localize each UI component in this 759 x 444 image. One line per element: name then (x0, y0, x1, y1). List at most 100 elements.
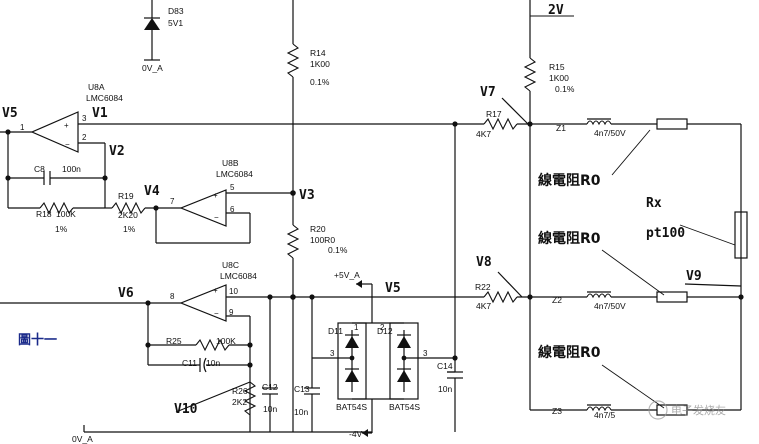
r14-ref: R14 (310, 48, 326, 58)
r17-value: 4K7 (476, 129, 491, 139)
u8a-pin2: 2 (82, 133, 87, 142)
u8b-pin5: 5 (230, 183, 235, 192)
u8c-pin9: 9 (229, 308, 234, 317)
z3-ref: Z3 (552, 406, 562, 416)
net-rx: Rx (646, 196, 662, 211)
z1-ref: Z1 (556, 123, 566, 133)
r18-tol: 1% (55, 224, 68, 234)
c8-ref: C8 (34, 164, 45, 174)
c14-value: 10n (438, 384, 452, 394)
figure-title: 圖十一 (18, 332, 57, 348)
svg-text:−: − (214, 309, 219, 318)
u8b-ref: U8B (222, 158, 239, 168)
u8a-part: LMC6084 (86, 93, 123, 103)
net-v9: V9 (686, 269, 702, 284)
c14-ref: C14 (437, 361, 453, 371)
net-v6: V6 (118, 286, 134, 301)
branch-z3: Z3 4n7/5 線電阻R0 (530, 344, 741, 420)
r15-ref: R15 (549, 62, 565, 72)
r22-value: 4K7 (476, 301, 491, 311)
c8-value: 100n (62, 164, 81, 174)
zener-d83: D83 5V1 0V_A (142, 0, 184, 73)
r18-value: 100K (56, 209, 76, 219)
rail-2v: 2V R15 1K00 0.1% (523, 0, 575, 125)
net-v2: V2 (109, 144, 125, 159)
d11-part: BAT54S (336, 402, 367, 412)
net-v8: V8 (476, 255, 492, 270)
r25-ref: R25 (166, 336, 182, 346)
c11-value: 10n (206, 358, 220, 368)
u8b-pin6: 6 (230, 205, 235, 214)
r19-ref: R19 (118, 191, 134, 201)
rail-v3: R14 1K00 0.1% R20 100R0 0.1% V3 (286, 0, 348, 432)
opamp-u8b: + − U8B LMC6084 5 6 7 R19 2K20 1% V4 (105, 158, 293, 244)
power-neg: -4V (349, 429, 363, 439)
u8b-pin7: 7 (170, 197, 175, 206)
net-2v: 2V (548, 3, 564, 18)
d12-ref: D12 (377, 326, 393, 336)
net-v7: V7 (480, 85, 496, 100)
r20-value: 100R0 (310, 235, 335, 245)
branch-v7: V7 R17 4K7 Z1 4n7/50V Rx pt100 線電阻R0 (452, 85, 748, 410)
gnd-bottom-label: 0V_A (72, 434, 93, 444)
z3-value: 4n7/5 (594, 410, 616, 420)
svg-text:−: − (65, 140, 70, 149)
net-v10: V10 (174, 402, 198, 417)
r15-tol: 0.1% (555, 84, 575, 94)
r15-value: 1K00 (549, 73, 569, 83)
gnd-top-label: 0V_A (142, 63, 163, 73)
c13-ref: C13 (294, 384, 310, 394)
r22-ref: R22 (475, 282, 491, 292)
r19-value: 2K20 (118, 210, 138, 220)
u8c-part: LMC6084 (220, 271, 257, 281)
u8a-pin1: 1 (20, 123, 25, 132)
c12-value: 10n (263, 404, 277, 414)
u8c-pin8: 8 (170, 292, 175, 301)
ground-rail: 0V_A (72, 425, 372, 444)
svg-text:−: − (214, 213, 219, 222)
r14-tol: 0.1% (310, 77, 330, 87)
d11-pin3: 3 (330, 349, 335, 358)
r20-tol: 0.1% (328, 245, 348, 255)
d11-pin1: 1 (354, 323, 359, 332)
r26-ref: R26 (232, 386, 248, 396)
opamp-u8a: + − U8A LMC6084 3 2 1 C8 100n R18 100K 1… (0, 82, 455, 234)
d12-pin2: 2 (380, 323, 385, 332)
z2-ref: Z2 (552, 295, 562, 305)
wire-resistance-label-2: 線電阻R0 (538, 230, 601, 247)
d12-pin3: 3 (423, 349, 428, 358)
wire-resistance-label-1: 線電阻R0 (538, 172, 601, 189)
branch-v8: V8 R22 4K7 Z2 4n7/50V 線電阻R0 V9 (475, 230, 744, 311)
z2-value: 4n7/50V (594, 301, 626, 311)
caps-c12-c13: C12 10n C13 10n (262, 294, 320, 432)
watermark-text: 电子发烧友 (671, 403, 726, 417)
u8c-ref: U8C (222, 260, 239, 270)
r17-ref: R17 (486, 109, 502, 119)
net-v5-lower: V5 (385, 281, 401, 296)
cap-c14: C14 10n (437, 355, 463, 432)
watermark: 电子发烧友 (648, 400, 726, 420)
r25-value: 100K (216, 336, 236, 346)
d83-ref: D83 (168, 6, 184, 16)
r14-value: 1K00 (310, 59, 330, 69)
net-v3: V3 (299, 188, 315, 203)
d12-part: BAT54S (389, 402, 420, 412)
power-pos: +5V_A (334, 270, 360, 280)
c12-ref: C12 (262, 382, 278, 392)
d11-ref: D11 (328, 326, 343, 336)
u8b-part: LMC6084 (216, 169, 253, 179)
net-v5: V5 (2, 106, 18, 121)
svg-text:+: + (213, 286, 218, 295)
net-v1: V1 (92, 106, 108, 121)
svg-text:+: + (213, 191, 218, 200)
c13-value: 10n (294, 407, 308, 417)
net-v4: V4 (144, 184, 160, 199)
r20-ref: R20 (310, 224, 326, 234)
r18-ref: R18 (36, 209, 52, 219)
r19-tol: 1% (123, 224, 136, 234)
c11-ref: C11 (182, 358, 197, 368)
r26-value: 2K2 (232, 397, 247, 407)
u8a-pin3: 3 (82, 114, 87, 123)
wire-resistance-label-3: 線電阻R0 (538, 344, 601, 361)
